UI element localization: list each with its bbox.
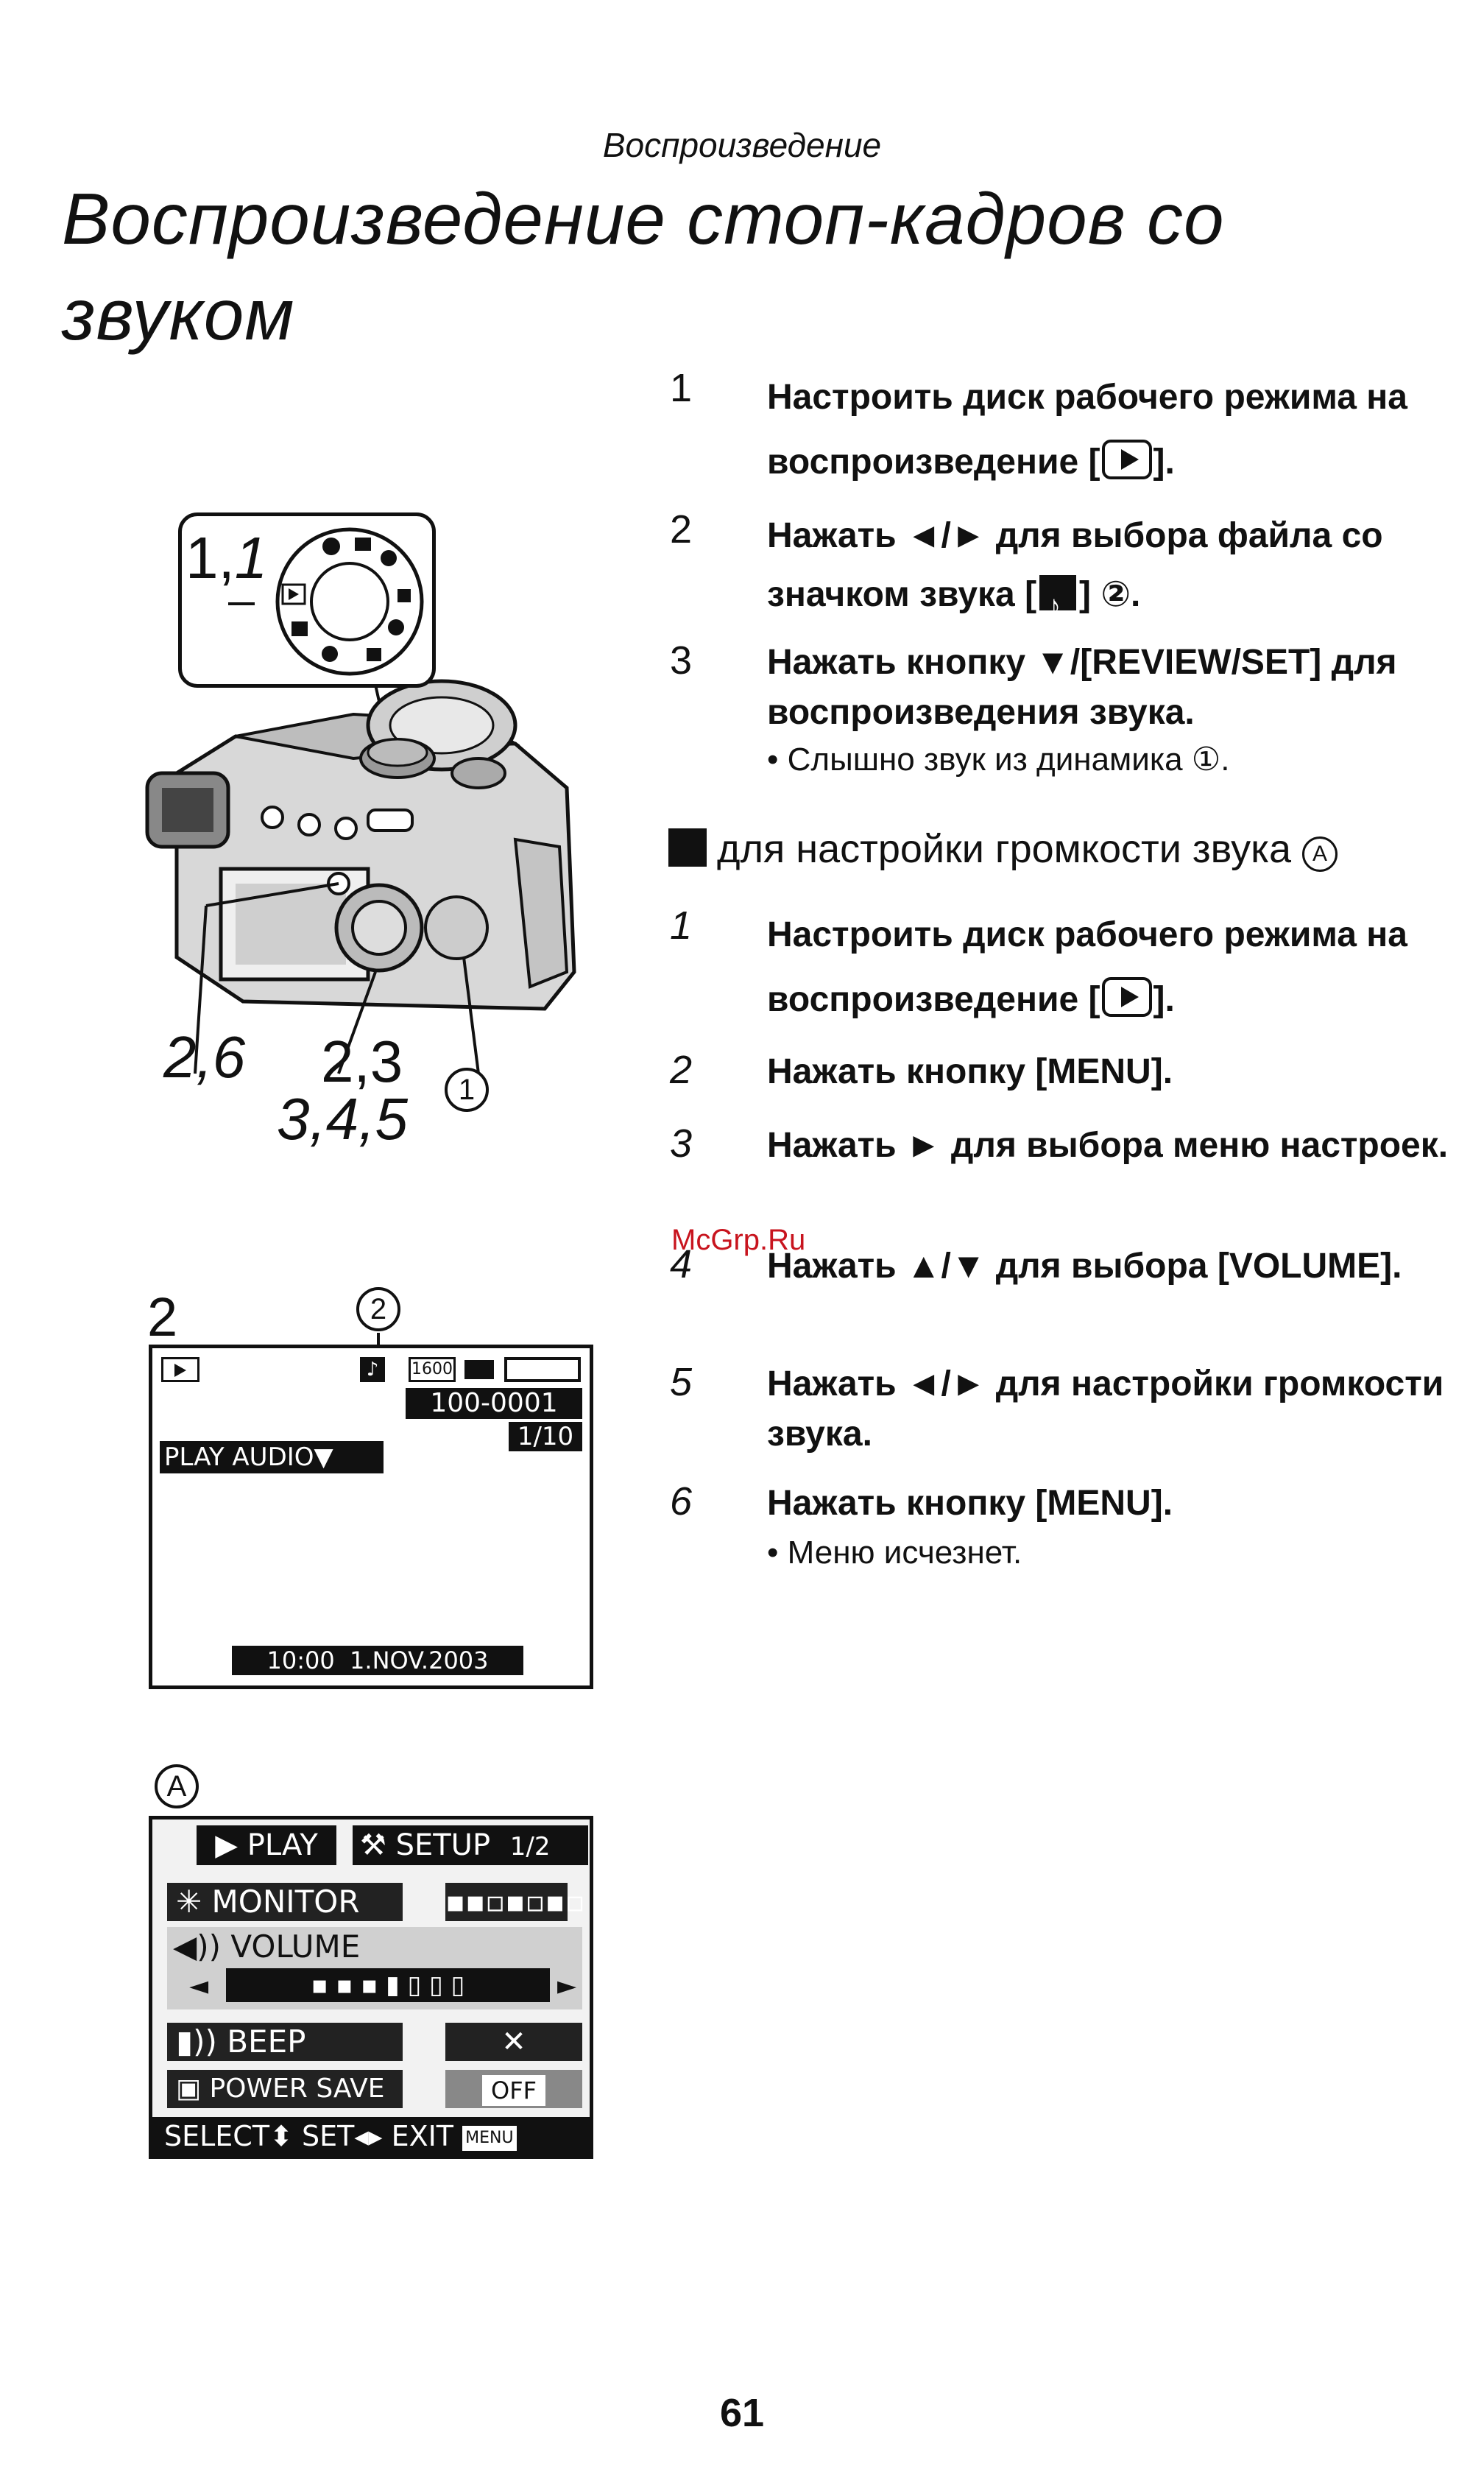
play-audio-label: PLAY AUDIO▼ bbox=[160, 1441, 384, 1473]
step-text: Настроить диск рабочего режима на воспро… bbox=[767, 915, 1407, 1019]
callout-label: 1,1 bbox=[186, 525, 268, 591]
up-down-icon: ⬍ bbox=[269, 2120, 302, 2152]
audio-file-icon bbox=[1039, 575, 1077, 635]
menu-item-volume: ◀)) VOLUME bbox=[173, 1928, 361, 1965]
menu-item-monitor: ✳ MONITOR bbox=[167, 1883, 403, 1921]
step-number: 1 bbox=[670, 366, 693, 410]
step-text: Нажать кнопку [MENU]. bbox=[767, 1484, 1173, 1523]
label-2-6: 2,6 bbox=[163, 1024, 246, 1090]
tab-play: ▶ PLAY bbox=[197, 1825, 336, 1865]
title-line-2: звуком bbox=[62, 274, 295, 355]
step-number: 4 bbox=[670, 1242, 693, 1286]
audio-icon: ♪ bbox=[360, 1357, 385, 1382]
lcd-menu-screen: ▶ PLAY ⚒ SETUP 1/2 ✳ MONITOR ▪▪▫▪▫▪▫ ◀))… bbox=[149, 1816, 593, 2159]
play-tab-icon: ▶ bbox=[215, 1828, 247, 1862]
menu-item-power-save: ▣ POWER SAVE bbox=[167, 2070, 403, 2108]
menu-footer: SELECT⬍ SET◂▸ EXIT MENU bbox=[152, 2117, 590, 2155]
play-mode-icon bbox=[1101, 977, 1152, 1017]
menu-row-beep: ▮)) BEEP ✕ bbox=[167, 2023, 582, 2061]
volume-slider: ▪ ▪ ▪ ▮ ▯ ▯ ▯ bbox=[226, 1968, 550, 2002]
sun-icon: ✳ bbox=[176, 1884, 212, 1920]
volume-subheading: для настройки громкости звука A bbox=[668, 826, 1338, 872]
figure-a-marker: A bbox=[155, 1764, 199, 1808]
beep-icon: ▮)) bbox=[176, 2023, 227, 2060]
resolution-badge: 1600 bbox=[409, 1357, 456, 1382]
datetime: 10:00 1.NOV.2003 bbox=[232, 1646, 523, 1675]
step-text: Нажать ▲/▼ для выбора [VOLUME]. bbox=[767, 1247, 1402, 1286]
step-text: Нажать ► для выбора меню настроек. bbox=[767, 1126, 1449, 1165]
arrow-left-icon: ◄ bbox=[189, 1971, 209, 2001]
page-indicator: 1/2 bbox=[509, 1832, 551, 1861]
page-number: 61 bbox=[719, 2391, 765, 2435]
step-number: 5 bbox=[670, 1360, 693, 1404]
menu-row-power-save: ▣ POWER SAVE OFF bbox=[167, 2070, 582, 2108]
power-save-icon: ▣ bbox=[176, 2074, 210, 2104]
play-mode-icon bbox=[1101, 440, 1152, 479]
lcd-playback-screen: ♪ 1600 100-0001 1/10 PLAY AUDIO▼ 10:00 1… bbox=[149, 1345, 593, 1689]
image-count: 1/10 bbox=[509, 1422, 582, 1451]
watermark: McGrp.Ru bbox=[671, 1224, 806, 1256]
step-text: Нажать ◄/► для настройки громкости звука… bbox=[767, 1364, 1444, 1454]
step-number: 3 bbox=[670, 638, 693, 683]
step-note: • Меню исчезнет. bbox=[767, 1535, 1022, 1571]
play-mode-icon bbox=[161, 1357, 199, 1382]
camera-illustration bbox=[145, 679, 576, 1074]
file-number: 100-0001 bbox=[406, 1388, 582, 1419]
power-save-value: OFF bbox=[445, 2070, 582, 2108]
step-number: 1 bbox=[670, 903, 693, 948]
step-text: Нажать ◄/► для выбора файла со значком з… bbox=[767, 507, 1459, 635]
left-right-icon: ◂▸ bbox=[354, 2120, 392, 2152]
figure-2-label: 2 bbox=[147, 1286, 178, 1348]
step-number: 2 bbox=[670, 1048, 693, 1092]
speaker-icon: ◀)) bbox=[173, 1928, 231, 1965]
step-text: Нажать кнопку [MENU]. bbox=[767, 1052, 1173, 1091]
wrench-icon: ⚒ bbox=[360, 1828, 396, 1862]
section-header: Воспроизведение bbox=[602, 126, 882, 164]
beep-value: ✕ bbox=[445, 2023, 582, 2061]
quality-icon bbox=[464, 1360, 494, 1379]
figure-2-marker: 2 bbox=[356, 1287, 400, 1331]
step-number: 3 bbox=[670, 1121, 693, 1166]
marker-a: A bbox=[1302, 836, 1338, 872]
label-2-3: 2,3 bbox=[321, 1029, 403, 1094]
square-bullet-icon bbox=[668, 828, 707, 867]
arrow-right-icon: ► bbox=[557, 1971, 577, 2001]
page-title: Воспроизведение стоп-кадров со звуком bbox=[62, 171, 1313, 362]
label-3-4-5: 3,4,5 bbox=[277, 1086, 408, 1152]
menu-row-volume: ◀)) VOLUME ▪ ▪ ▪ ▮ ▯ ▯ ▯ ◄ ► bbox=[167, 1927, 582, 2009]
step-text: Настроить диск рабочего режима на воспро… bbox=[767, 378, 1407, 482]
step-text: Нажать кнопку ▼/[REVIEW/SET] для воспрои… bbox=[767, 643, 1397, 732]
step-note: • Слышно звук из динамика ①. bbox=[767, 741, 1230, 778]
step-number: 2 bbox=[670, 507, 693, 552]
step-number: 6 bbox=[670, 1479, 693, 1523]
monitor-level: ▪▪▫▪▫▪▫ bbox=[445, 1883, 585, 1921]
menu-item-beep: ▮)) BEEP bbox=[167, 2023, 403, 2061]
tab-setup: ⚒ SETUP 1/2 bbox=[353, 1825, 588, 1865]
title-line-1: Воспроизведение стоп-кадров со bbox=[62, 178, 1225, 259]
speaker-marker: 1 bbox=[445, 1068, 489, 1112]
menu-key-badge: MENU bbox=[462, 2126, 517, 2151]
mode-dial-icon bbox=[275, 527, 424, 676]
dial-indicator bbox=[228, 602, 255, 605]
menu-row-monitor: ✳ MONITOR ▪▪▫▪▫▪▫ bbox=[167, 1883, 585, 1921]
battery-icon bbox=[504, 1357, 581, 1382]
